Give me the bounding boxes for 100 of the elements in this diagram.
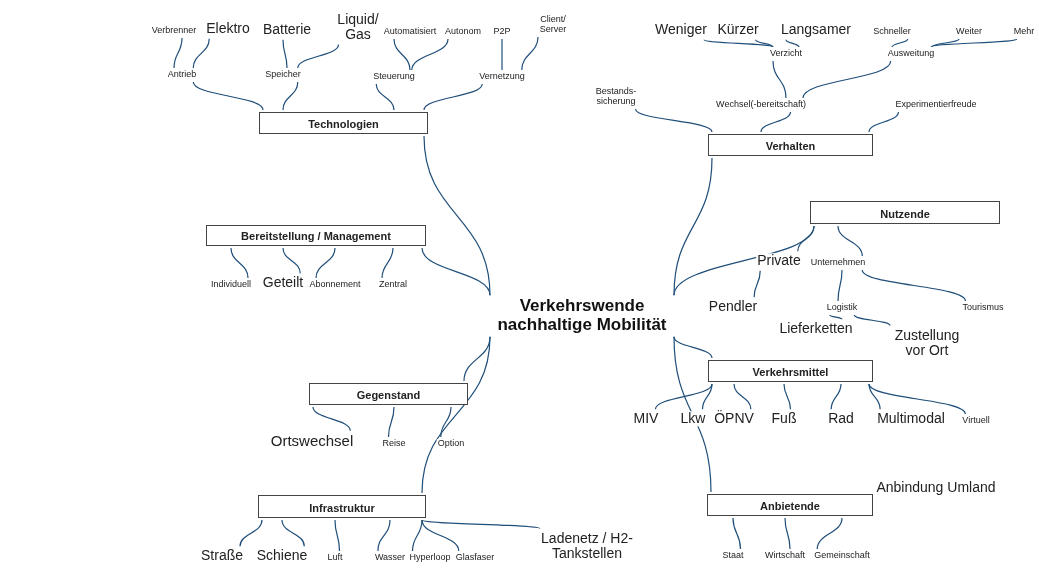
note-text: Anbindung Umland	[875, 480, 997, 496]
connector-line	[760, 111, 792, 133]
keyword-text: Abonnement	[308, 280, 362, 290]
connector-line	[173, 37, 183, 69]
connector-line	[230, 247, 249, 279]
connector-line	[930, 38, 1018, 48]
keyword-text: Option	[436, 439, 466, 449]
keyword-text: Mehr	[1012, 27, 1036, 37]
topic-box: Gegenstand	[309, 383, 468, 405]
connector-line	[785, 39, 800, 48]
connector-line	[733, 383, 752, 410]
keyword-text: Verbrenner	[150, 26, 198, 36]
topic-box: Infrastruktur	[258, 495, 426, 518]
connector-line	[784, 517, 791, 550]
keyword-text: Weniger	[654, 22, 708, 38]
connector-line	[837, 269, 843, 302]
connector-line	[703, 39, 774, 48]
keyword-text: Automatisiert	[382, 27, 438, 37]
keyword-text: Wasser	[373, 553, 407, 563]
keyword-text: Gemeinschaft	[813, 551, 871, 561]
connector-line	[375, 83, 395, 111]
topic-box: Verhalten	[708, 134, 873, 156]
keyword-text: Vernetzung	[478, 72, 526, 82]
connector-line	[521, 36, 539, 71]
keyword-text: Experimentierfreude	[894, 100, 978, 110]
connector-line	[930, 38, 960, 48]
keyword-text: Reise	[381, 439, 407, 449]
connector-line	[423, 83, 483, 111]
connector-line	[282, 39, 288, 69]
keyword-text: Virtuell	[961, 416, 991, 426]
connector-line	[797, 225, 815, 252]
connector-line	[753, 270, 761, 298]
connector-line	[868, 111, 900, 133]
connector-line	[312, 406, 351, 432]
connector-line	[673, 157, 713, 296]
keyword-text: Steuerung	[372, 72, 416, 82]
connector-line	[381, 247, 394, 279]
connector-line	[423, 135, 491, 296]
connector-line	[701, 383, 713, 410]
connector-line	[501, 38, 503, 71]
keyword-text: Lkw	[679, 411, 707, 427]
topic-box: Technologien	[259, 112, 428, 134]
keyword-text: Glasfaser	[454, 553, 496, 563]
connector-line	[830, 383, 842, 410]
connector-line	[282, 81, 299, 111]
keyword-text: Verzicht	[769, 49, 803, 59]
connector-line	[853, 314, 891, 327]
connector-line	[192, 38, 210, 69]
connector-line	[421, 519, 460, 552]
connector-line	[421, 519, 541, 530]
keyword-text: Schneller	[872, 27, 912, 37]
connector-line	[282, 247, 301, 274]
topic-box: Verkehrsmittel	[708, 360, 873, 382]
topic-box: Anbietende	[707, 494, 873, 516]
connector-line	[411, 519, 423, 552]
connector-line	[192, 81, 264, 111]
keyword-text: Luft	[326, 553, 344, 563]
connector-line	[816, 517, 843, 550]
keyword-text: P2P	[492, 27, 512, 37]
keyword-text: Wechsel(-bereitschaft)	[715, 100, 807, 110]
connector-line	[421, 336, 491, 494]
connector-line	[411, 38, 449, 71]
keyword-text: Individuell	[210, 280, 252, 290]
connector-line	[377, 519, 391, 552]
keyword-text: Hyperloop	[408, 553, 452, 563]
connector-line	[421, 247, 491, 296]
keyword-text: Tourismus	[961, 303, 1005, 313]
connector-line	[297, 43, 340, 69]
connector-line	[837, 225, 863, 257]
keyword-text: Logistik	[825, 303, 859, 313]
keyword-text: Speicher	[264, 70, 302, 80]
connector-line	[440, 406, 452, 438]
connector-line	[732, 517, 742, 550]
connector-line	[783, 383, 792, 410]
connector-line	[239, 519, 263, 547]
connector-line	[829, 314, 843, 320]
keyword-text: Unternehmen	[809, 258, 867, 268]
connector-line	[861, 269, 967, 302]
connector-line	[868, 383, 966, 415]
keyword-text: Staat	[721, 551, 745, 561]
keyword-text: Langsamer	[780, 22, 852, 38]
connector-line	[891, 38, 909, 48]
keyword-text: Ausweitung	[886, 49, 936, 59]
connector-line	[868, 383, 881, 410]
keyword-text: Autonom	[444, 27, 482, 37]
keyword-text: Zentral	[378, 280, 408, 290]
connector-line	[315, 247, 336, 279]
keyword-text: Weiter	[955, 27, 983, 37]
connector-line	[772, 60, 787, 99]
connector-line	[393, 38, 411, 71]
topic-box: Bereitstellung / Management	[206, 225, 426, 246]
connector-line	[673, 336, 713, 359]
connector-line	[334, 519, 341, 552]
connector-line	[387, 406, 395, 438]
connector-line	[281, 519, 305, 547]
connector-line	[654, 383, 713, 410]
connector-line	[802, 60, 892, 99]
keyword-text: Wirtschaft	[764, 551, 806, 561]
keyword-text: Antrieb	[166, 70, 198, 80]
topic-box: Nutzende	[810, 201, 1000, 224]
